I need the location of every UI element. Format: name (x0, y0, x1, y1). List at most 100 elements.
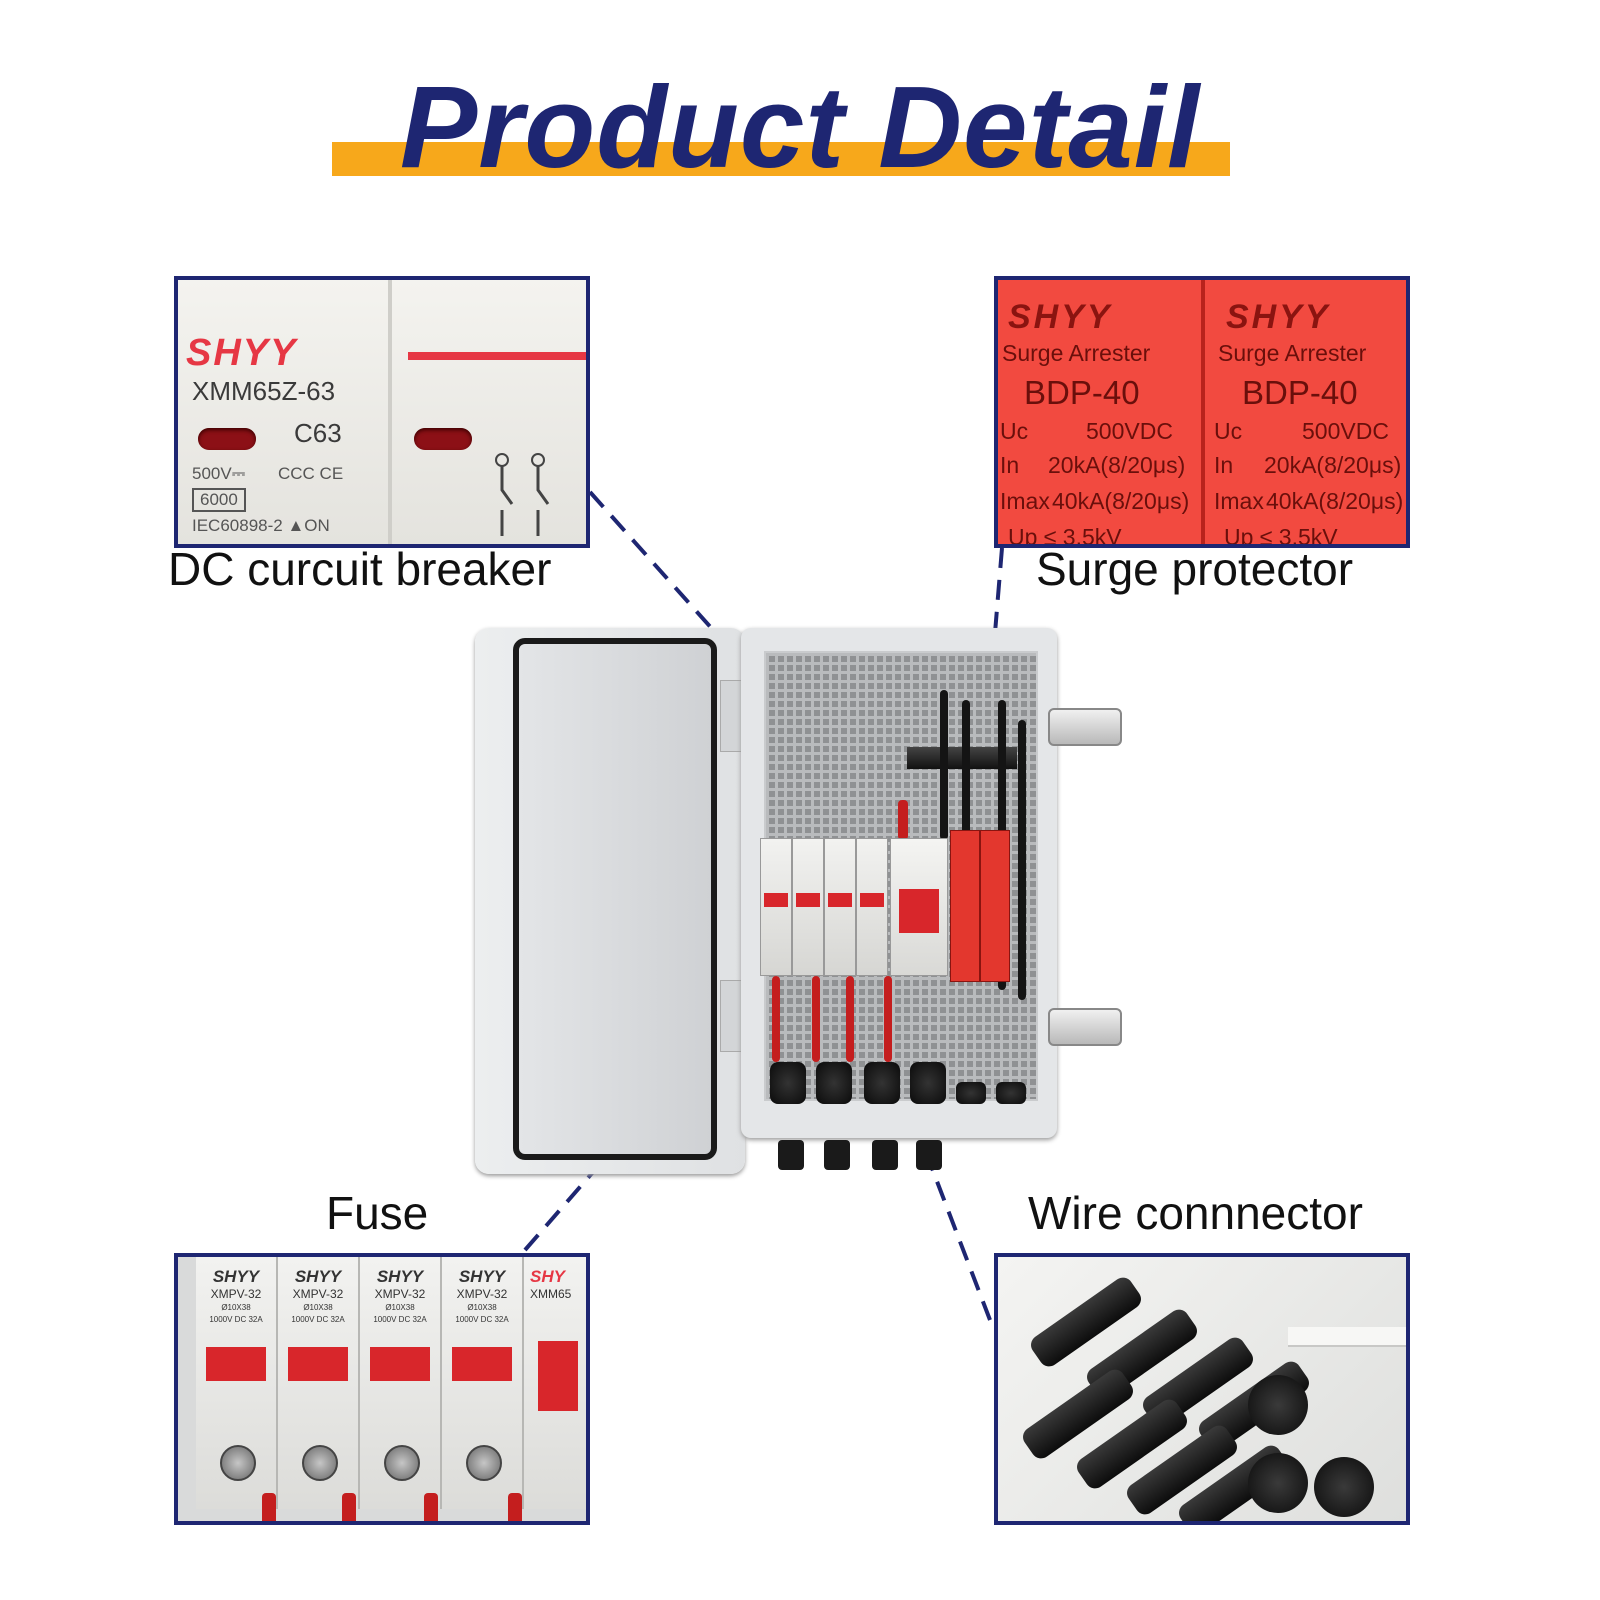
surge-type-1: Surge Arrester (1002, 340, 1151, 366)
box-door (475, 628, 745, 1174)
surge-in-label-2: In (1214, 452, 1234, 478)
fuse-module-2 (792, 838, 824, 976)
surge-up-1: Up ≤ 3.5kV (1008, 524, 1122, 548)
surge-module-2 (1205, 280, 1406, 544)
fuse-label: Fuse (326, 1187, 429, 1239)
black-wire-4 (1018, 720, 1026, 1000)
fuse-module-3 (824, 838, 856, 976)
fuse-partial-brand: SHY (530, 1267, 565, 1286)
fuse-window-4 (452, 1347, 512, 1381)
surge-imax-label-2: Imax (1214, 488, 1264, 514)
surge-label: Surge protector (1036, 543, 1354, 595)
red-wire-4 (884, 976, 892, 1062)
door-gasket (513, 638, 717, 1160)
fuse-model-1: XMPV-32 (210, 1287, 262, 1301)
surge-zoom-frame: SHYY Surge Arrester BDP-40 Uc 500VDC In … (994, 276, 1410, 548)
dc-breaker-module (890, 838, 948, 976)
breaker-circuit-symbol-icon (495, 453, 550, 536)
fuse-module-3-window (828, 893, 852, 907)
surge-model-2: BDP-40 (1242, 374, 1358, 411)
cable-gland-icon-1 (770, 1062, 806, 1104)
fuse-red-wire-2 (342, 1493, 356, 1521)
breaker-red-stripe (408, 352, 586, 360)
fuse-holder-2: SHYY XMPV-32 Ø10X38 1000V DC 32A (278, 1257, 360, 1509)
black-wire-1 (940, 690, 948, 840)
fuse-zoom-frame: SHYY XMPV-32 Ø10X38 1000V DC 32A SHYY XM… (174, 1253, 590, 1525)
fuse-spec-4: 1000V DC 32A (455, 1315, 509, 1324)
breaker-voltage: 500V⎓ (192, 464, 246, 483)
mc4-connector-icon-2 (824, 1140, 850, 1170)
fuse-module-4-window (860, 893, 884, 907)
fuse-partial-model: XMM65 (530, 1287, 572, 1301)
fuse-size-2: Ø10X38 (303, 1303, 333, 1312)
fuse-size-1: Ø10X38 (221, 1303, 251, 1312)
fuse-spec-3: 1000V DC 32A (373, 1315, 427, 1324)
page-title: Product Detail (399, 62, 1201, 192)
surge-imax-2: 40kA(8/20μs) (1266, 488, 1404, 514)
fuse-holder-3: SHYY XMPV-32 Ø10X38 1000V DC 32A (360, 1257, 442, 1509)
fuse-brand-4: SHYY (458, 1267, 506, 1286)
surge-uc-1: 500VDC (1086, 418, 1173, 444)
breaker-panel-left (178, 280, 388, 544)
fuse-holder-1: SHYY XMPV-32 Ø10X38 1000V DC 32A (196, 1257, 278, 1509)
black-wire-2 (962, 700, 970, 840)
breaker-brand: SHYY (186, 332, 298, 374)
breaker-rating: C63 (294, 418, 342, 448)
fuse-module-4 (856, 838, 888, 976)
surge-divider (1201, 280, 1205, 544)
red-wire-2 (812, 976, 820, 1062)
fuse-red-wire-4 (508, 1493, 522, 1521)
surge-in-1: 20kA(8/20μs) (1048, 452, 1186, 478)
fuse-screw-icon-4 (466, 1445, 502, 1481)
mc4-connector-icon-4 (916, 1140, 942, 1170)
fuse-model-3: XMPV-32 (374, 1287, 426, 1301)
breaker-label: DC curcuit breaker (168, 543, 552, 595)
fuse-model-2: XMPV-32 (292, 1287, 344, 1301)
surge-uc-label-2: Uc (1214, 418, 1243, 444)
breaker-indicator-right (414, 428, 472, 450)
fuse-module-1 (760, 838, 792, 976)
surge-uc-label-1: Uc (1000, 418, 1029, 444)
fuse-red-wire-1 (262, 1493, 276, 1521)
surge-brand-1: SHYY (1008, 298, 1113, 336)
breaker-indicator-left (198, 428, 256, 450)
fuse-spec-1: 1000V DC 32A (209, 1315, 263, 1324)
cable-gland-small-icon-2 (996, 1082, 1026, 1104)
wire-cable-gland-icon-3 (1314, 1457, 1374, 1517)
breaker-model: XMM65Z-63 (192, 376, 336, 406)
breaker-capacity: 6000 (192, 488, 246, 512)
breaker-panel-right (392, 280, 586, 544)
fuse-window-1 (206, 1347, 266, 1381)
cable-gland-icon-2 (816, 1062, 852, 1104)
breaker-divider (388, 280, 392, 544)
fuse-model-4: XMPV-32 (456, 1287, 508, 1301)
latch-bottom-icon (1048, 1008, 1122, 1046)
surge-brand-2: SHYY (1226, 298, 1331, 336)
fuse-screw-icon-2 (302, 1445, 338, 1481)
fuse-size-3: Ø10X38 (385, 1303, 415, 1312)
fuse-screw-icon-3 (384, 1445, 420, 1481)
surge-imax-1: 40kA(8/20μs) (1052, 488, 1190, 514)
red-wire-top (898, 800, 908, 840)
fuse-module-1-window (764, 893, 788, 907)
fuse-red-wire-3 (424, 1493, 438, 1521)
fuse-brand-3: SHYY (376, 1267, 424, 1286)
fuse-size-4: Ø10X38 (467, 1303, 497, 1312)
fuse-window-3 (370, 1347, 430, 1381)
fuse-screw-icon-1 (220, 1445, 256, 1481)
fuse-mcb-toggle (538, 1341, 578, 1411)
surge-uc-2: 500VDC (1302, 418, 1389, 444)
fuse-spec-2: 1000V DC 32A (291, 1315, 345, 1324)
fuse-window-2 (288, 1347, 348, 1381)
wire-cable-gland-icon-2 (1248, 1453, 1308, 1513)
cable-gland-icon-3 (864, 1062, 900, 1104)
fuse-holder-4: SHYY XMPV-32 Ø10X38 1000V DC 32A (442, 1257, 524, 1509)
surge-type-2: Surge Arrester (1218, 340, 1367, 366)
breaker-zoom-frame: SHYY XMM65Z-63 C63 500V⎓ CCC CE 6000 IEC… (174, 276, 590, 548)
fuse-brand-1: SHYY (212, 1267, 260, 1286)
breaker-standard: IEC60898-2 ▲ON (192, 516, 330, 535)
fuse-module-2-window (796, 893, 820, 907)
wire-label: Wire connnector (1028, 1187, 1363, 1239)
surge-in-label-1: In (1000, 452, 1020, 478)
